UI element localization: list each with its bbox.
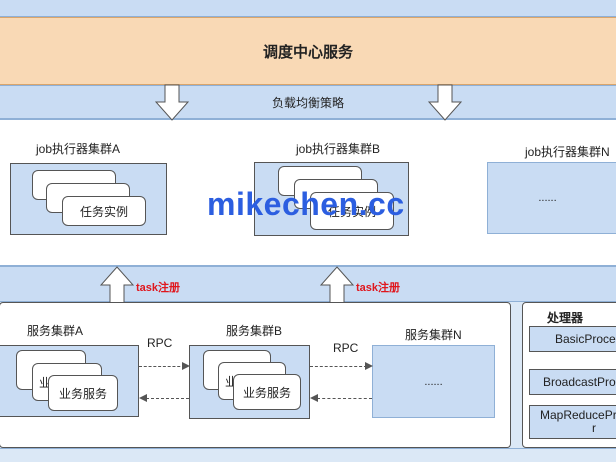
arrow-right-icon: [182, 362, 190, 370]
rpc-connector: [310, 366, 367, 367]
service-label: 业务服务: [58, 386, 107, 401]
service-card-front: 业务服务: [233, 374, 301, 410]
processor-item-label: MapReduceProcessor: [540, 408, 616, 422]
processor-item-label: BasicProcessor: [555, 332, 616, 346]
processor-title: 处理器: [547, 311, 584, 325]
watermark: mikechen.cc: [207, 186, 405, 222]
executor-a-title: job执行器集群A: [36, 142, 121, 156]
rpc-connector: [139, 366, 185, 367]
bottom-divider: [0, 448, 616, 449]
executor-b-title: job执行器集群B: [296, 142, 381, 156]
instance-label: 任务实例: [327, 204, 376, 219]
processor-item: MapReduceProcessor r: [529, 405, 616, 439]
scheduler-center-box: 调度中心服务: [0, 17, 616, 85]
instance-card-front: 任务实例: [310, 192, 394, 230]
service-n-title: 服务集群N: [405, 328, 462, 342]
processor-item: BroadcastProcessor: [529, 369, 616, 395]
down-arrow-icon: [428, 84, 462, 121]
rpc-connector: [317, 398, 372, 399]
arrow-right-icon: [365, 362, 373, 370]
task-register-label: task注册: [136, 282, 181, 294]
load-balance-band: 负载均衡策略: [0, 85, 616, 119]
up-arrow-icon: [100, 266, 134, 304]
instance-card-front: 任务实例: [62, 196, 146, 226]
registration-band: [0, 266, 616, 302]
processor-item-label: BroadcastProcessor: [543, 375, 616, 389]
processor-item: BasicProcessor: [529, 326, 616, 352]
service-a-title: 服务集群A: [27, 324, 84, 338]
service-label: 业务服务: [242, 385, 291, 400]
arrow-left-icon: [139, 394, 147, 402]
arrow-left-icon: [310, 394, 318, 402]
load-balance-label: 负载均衡策略: [271, 95, 344, 110]
rpc-label: RPC: [147, 336, 173, 350]
scheduler-title: 调度中心服务: [262, 43, 353, 61]
service-n-box: ......: [372, 345, 495, 418]
service-b-title: 服务集群B: [226, 324, 283, 338]
up-arrow-icon: [320, 266, 354, 304]
rpc-label: RPC: [333, 341, 359, 355]
executor-n-box: ......: [487, 162, 616, 234]
executor-n-title: job执行器集群N: [525, 145, 610, 159]
task-register-label: task注册: [356, 282, 401, 294]
processor-item-wrap: r: [592, 421, 596, 435]
service-n-ellipsis: ......: [424, 375, 443, 388]
service-card-front: 业务服务: [48, 375, 118, 411]
down-arrow-icon: [155, 84, 189, 121]
instance-label: 任务实例: [79, 204, 128, 219]
top-strip: [0, 0, 616, 17]
rpc-connector: [146, 398, 189, 399]
executor-n-ellipsis: ......: [538, 192, 557, 204]
